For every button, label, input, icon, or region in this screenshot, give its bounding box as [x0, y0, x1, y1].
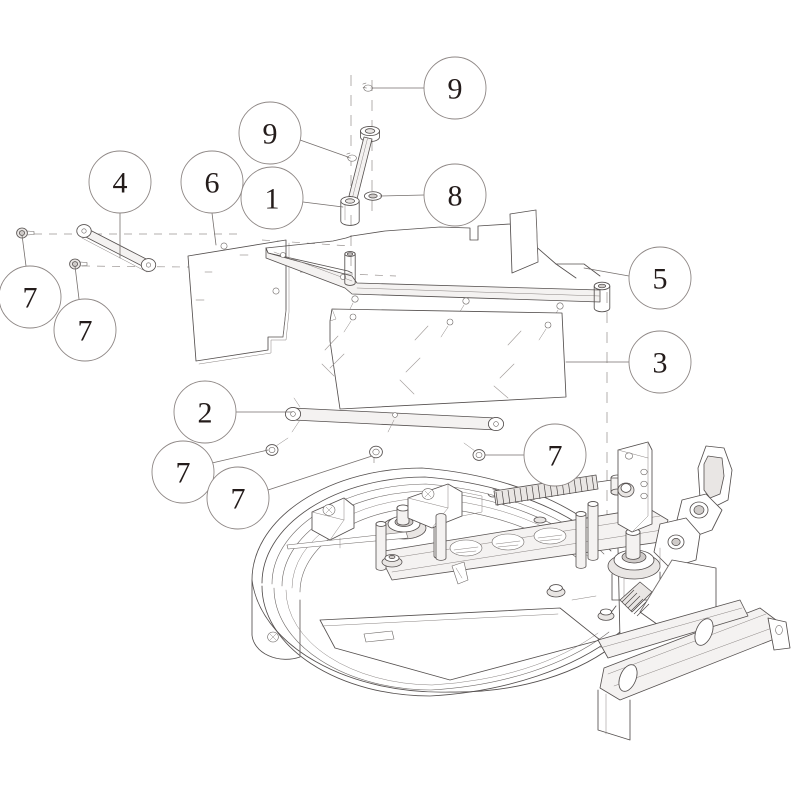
- callout-8[interactable]: 8: [379, 163, 487, 227]
- part-retaining-clip-upper: [362, 82, 373, 92]
- deck-bracket-left: [311, 497, 355, 541]
- callout-8-circle[interactable]: [423, 163, 487, 227]
- deck-bracket-center: [407, 483, 483, 529]
- callout-7-d-circle[interactable]: [206, 466, 270, 530]
- callout-7-e[interactable]: 7: [484, 423, 587, 487]
- callout-5-leader-line: [583, 267, 630, 277]
- callout-9-top[interactable]: 9: [370, 56, 487, 120]
- callout-2-circle[interactable]: [173, 380, 237, 444]
- part-hardware-bolt-a: [16, 227, 35, 239]
- callout-9-top-circle[interactable]: [423, 56, 487, 120]
- callout-7-c-circle[interactable]: [151, 440, 215, 504]
- part-washer-c: [265, 437, 289, 456]
- callout-1-leader-line: [302, 201, 344, 208]
- lift-handle-lever: [653, 445, 733, 569]
- upper-chassis-shroud: [265, 209, 601, 321]
- callout-3-circle[interactable]: [628, 330, 692, 394]
- callout-3[interactable]: 3: [565, 330, 692, 394]
- part-hardware-bolt-b: [69, 258, 88, 270]
- callout-9-left-circle[interactable]: [238, 101, 302, 165]
- part-pivot-bushing: [593, 281, 611, 313]
- frame-rails: [597, 599, 791, 741]
- upright-mount-plate: [617, 441, 653, 533]
- callout-1[interactable]: 1: [240, 166, 344, 230]
- part-upper-link-arm: [76, 224, 157, 273]
- part-lower-brace-link: [284, 397, 505, 433]
- callout-9-left[interactable]: 9: [238, 101, 349, 165]
- callout-7-a-circle[interactable]: [0, 265, 62, 329]
- callout-7-b[interactable]: 7: [53, 265, 117, 362]
- callout-7-d-leader-line: [267, 455, 373, 491]
- callout-7-c-leader-line: [211, 449, 269, 464]
- callout-7-a[interactable]: 7: [0, 234, 62, 329]
- callout-1-circle[interactable]: [240, 166, 304, 230]
- part-retaining-clip-lower: [346, 152, 357, 162]
- part-standoff-post: [344, 251, 356, 286]
- callout-6[interactable]: 6: [180, 150, 244, 246]
- mower-deck-assembly: [251, 441, 791, 741]
- callout-2[interactable]: 2: [173, 380, 293, 444]
- alignment-centerlines: [34, 75, 608, 530]
- callout-7-a-leader-line: [21, 234, 27, 267]
- callout-8-leader-line: [379, 194, 425, 197]
- callout-7-b-leader-line: [74, 265, 80, 300]
- spindle-assembly-right: [607, 528, 661, 605]
- callout-4-circle[interactable]: [88, 150, 152, 214]
- callout-9-left-leader-line: [299, 139, 349, 158]
- callout-7-b-circle[interactable]: [53, 298, 117, 362]
- callout-6-circle[interactable]: [180, 150, 244, 214]
- part-washer-e: [463, 442, 486, 461]
- callout-7-e-circle[interactable]: [523, 423, 587, 487]
- part-linkage-rod: [340, 125, 380, 226]
- callout-5-circle[interactable]: [628, 246, 692, 310]
- callout-6-leader-line: [211, 212, 217, 246]
- part-side-deflector-panel: [187, 239, 290, 365]
- part-main-deflector-panel: [321, 308, 567, 410]
- part-flat-washer: [363, 191, 383, 201]
- part-washer-d: [369, 445, 383, 459]
